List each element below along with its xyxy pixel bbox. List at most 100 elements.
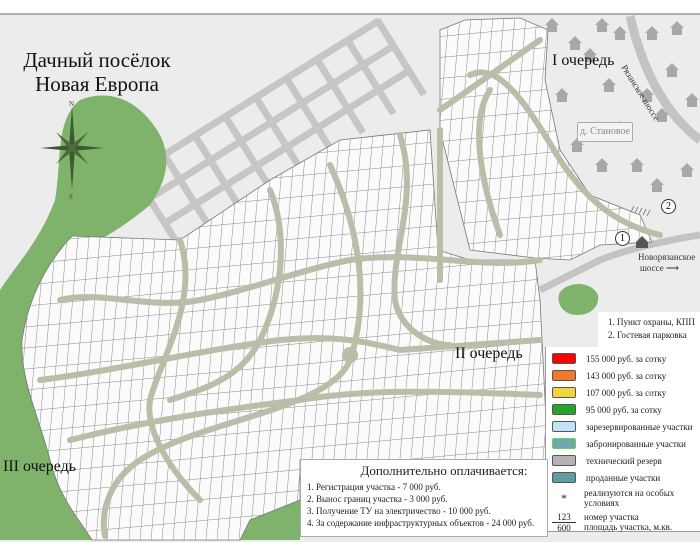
road [57,254,543,306]
roundabout [342,347,358,363]
plot-line [480,18,527,540]
arrow-right-icon: ⟶ [666,263,679,273]
street [221,113,275,192]
queue-2-label: II очередь [455,345,523,362]
legend-item: 155 000 руб. за сотку [552,350,700,367]
road [67,388,543,443]
street [191,132,244,211]
house-icon [583,48,597,62]
legend-swatch [552,387,576,398]
note-item: 1. Пункт охраны, КПП [608,317,695,327]
legend-label: технический резерв [586,455,662,466]
legend-item: зарезервированные участки [552,418,700,435]
ryazan-highway [625,15,700,144]
legend-item: 95 000 руб. за сотку [552,401,700,418]
queue-1-label: I очередь [552,52,615,69]
house-icon [680,163,694,177]
legend-label: 107 000 руб. за сотку [586,387,667,398]
legend-swatch [552,353,576,364]
house-icon [595,18,609,32]
plot-line [436,18,483,540]
marker-1: 1 [615,231,630,246]
house-icon [655,108,669,122]
legend-item: технический резерв [552,452,700,469]
street [146,42,397,203]
extra-item: 2. Вынос границ участка - 3 000 руб. [307,494,448,504]
legend-label: зарезервированные участки [586,421,693,432]
forest-east [558,284,599,316]
road [391,132,453,348]
street [131,17,381,178]
legend-label: 95 000 руб. за сотку [586,404,662,415]
extra-payments-box: Дополнительно оплачивается: 1. Регистрац… [300,459,548,537]
compass-needle [56,132,88,164]
road [467,69,663,238]
road [37,335,543,383]
queue-3-label: III очередь [3,458,77,475]
plot-line [21,204,652,266]
house-icon [613,26,627,40]
street [343,37,397,116]
extra-item: 4. За содержание инфраструктурных объект… [307,518,535,528]
title-line1: Дачный посёлок [23,48,171,72]
street [313,56,366,135]
legend: 155 000 руб. за сотку 143 000 руб. за со… [545,347,700,534]
marker-2: 2 [661,199,676,214]
road [437,37,543,113]
street [162,67,412,227]
plot-line [425,18,472,540]
legend-item: 143 000 руб. за сотку [552,367,700,384]
internal-roads [37,37,663,539]
legend-item: забронированные участки [552,435,700,452]
markers-notes: 1. Пункт охраны, КПП 2. Гостевая парковк… [598,312,700,347]
compass-south: S [69,193,73,201]
street [374,18,427,97]
sample-area: 600 [557,522,571,533]
label-number: номер участка [584,512,639,522]
road [476,87,503,238]
village-houses [545,18,699,192]
sample-number: 123 [552,512,576,523]
legend-item: проданные участки [552,469,700,486]
house-icon [665,63,679,77]
parking-icon [630,205,651,217]
extra-item: 1. Регистрация участка - 7 000 руб. [307,482,441,492]
forest-west [0,95,167,540]
house-icon [602,78,616,92]
house-icon [545,18,559,32]
legend-swatch [552,421,576,432]
village-label: д. Становое [577,122,633,142]
map-drawing: N S [0,15,700,541]
legend-swatch [552,404,576,415]
extra-heading: Дополнительно оплачивается: [360,463,528,478]
street [282,75,336,154]
compass-north: N [69,100,74,108]
legend-item-special: * реализуются на особых условиях [552,486,700,510]
legend-item: 107 000 руб. за сотку [552,384,700,401]
site-map: N S Дачный посёлок Новая Европа I очеред… [0,13,700,542]
note-item: 2. Гостевая парковка [608,330,687,340]
legend-label: реализуются на особых условиях [584,488,675,508]
house-icon [555,88,569,102]
extra-item: 3. Получение ТУ на электричество - 10 00… [307,506,491,516]
legend-label: проданные участки [586,472,661,483]
street [160,151,214,230]
plot-line [403,18,450,540]
title-line2: Новая Европа [35,72,159,96]
legend-label: 143 000 руб. за сотку [586,370,667,381]
house-icon [645,26,659,40]
house-icon [568,36,582,50]
asterisk-icon: * [561,491,567,505]
legend-swatch [552,455,576,466]
plot-line [21,225,652,287]
map-title: Дачный посёлок Новая Европа [22,48,172,96]
street-grid [130,17,427,250]
novoryazan-label-1: Новорязанское [638,252,696,262]
house-icon [650,178,664,192]
legend-label: 155 000 руб. за сотку [586,353,667,364]
legend-swatch [552,472,576,483]
street [252,94,305,173]
novoryazan-label-2: шоссе ⟶ [640,263,679,274]
